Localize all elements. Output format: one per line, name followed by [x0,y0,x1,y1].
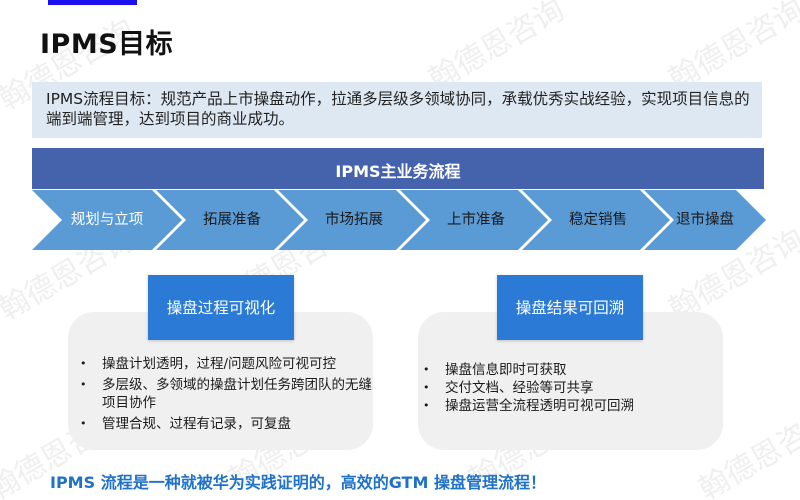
chevron-shape [32,190,182,250]
page-title: IPMS目标 [40,29,174,60]
chevron-step: 上市准备 [400,190,552,250]
goal-box: IPMS流程目标：规范产品上市操盘动作，拉通多层级多领域协同，承载优秀实战经验，… [32,82,762,138]
bullet-list: 操盘信息即时可获取 交付文档、经验等可共享 操盘运营全流程透明可视可回溯 [419,361,719,415]
card-title: 操盘结果可回溯 [515,299,625,317]
bullet-item: 交付文档、经验等可共享 [419,379,719,397]
flow-title: IPMS主业务流程 [335,162,461,181]
chevron-shape [644,190,766,250]
chevron-shape [522,190,670,250]
chevron-shape [400,190,548,250]
goal-text: IPMS流程目标：规范产品上市操盘动作，拉通多层级多领域协同，承载优秀实战经验，… [46,90,750,128]
chevron-step: 规划与立项 [32,190,184,250]
chevron-label: 退市操盘 [676,212,734,228]
chevron-step: 拓展准备 [156,190,308,250]
bullet-list: 操盘计划透明，过程/问题风险可视可控 多层级、多领域的操盘计划任务跨团队的无缝项… [76,355,376,436]
bullet-item: 操盘运营全流程透明可视可回溯 [419,397,719,415]
chevron-label: 市场拓展 [325,212,383,228]
chevron-shape [278,190,426,250]
process-chevrons: 规划与立项 拓展准备 市场拓展 上市准备 稳定销售 退市操盘 [0,190,800,250]
top-accent-bar [48,0,137,5]
card-title-box: 操盘过程可视化 [148,275,294,340]
card-title-box: 操盘结果可回溯 [497,275,643,340]
chevron-label: 稳定销售 [569,212,627,228]
bullet-item: 操盘计划透明，过程/问题风险可视可控 [76,355,376,373]
chevron-shape [156,190,304,250]
bullet-item: 管理合规、过程有记录，可复盘 [76,415,376,433]
chevron-step: 退市操盘 [644,190,796,250]
bullet-item: 操盘信息即时可获取 [419,361,719,379]
card-title: 操盘过程可视化 [166,299,276,317]
chevron-label: 规划与立项 [70,212,144,228]
chevron-label: 上市准备 [447,212,505,228]
chevron-step: 市场拓展 [278,190,430,250]
chevron-step: 稳定销售 [522,190,674,250]
flow-header: IPMS主业务流程 [32,148,764,189]
bullet-item: 多层级、多领域的操盘计划任务跨团队的无缝项目协作 [76,376,376,412]
chevron-label: 拓展准备 [203,212,261,228]
footer-tagline: IPMS 流程是一种就被华为实践证明的，高效的GTM 操盘管理流程！ [50,473,546,492]
